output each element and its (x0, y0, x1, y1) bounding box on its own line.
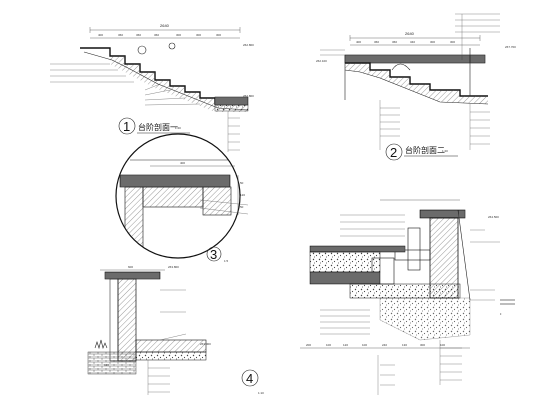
detail-bubble (137, 45, 147, 55)
elevation-text: 262.800 (243, 94, 254, 98)
section-5-dimensions: 200 100 120 100 240 130 300 100 (300, 343, 470, 349)
dim-text: 2640 (160, 23, 170, 28)
section-1-dimensions: 2640 400 360 360 360 300 300 300 262.800… (89, 23, 254, 98)
section-number: 2 (390, 145, 397, 160)
dim-text: 360 (118, 33, 123, 37)
detail-boundary (115, 133, 241, 259)
section-1-stair-profile: 2640 400 360 360 360 300 300 300 262.800… (50, 23, 254, 152)
section-3-detail-circle: 400 50 120 50 3 1:5 (115, 133, 249, 263)
section-scale: 1:10 (258, 391, 264, 395)
section-scale: 1:20 (442, 149, 448, 153)
dim-text: 120 (343, 343, 348, 347)
section-number-circle (206, 246, 222, 262)
section-number: 3 (210, 247, 217, 262)
dim-text: 120 (104, 363, 109, 367)
dim-text: 120 (240, 193, 245, 197)
dim-text: 100 (326, 343, 331, 347)
elevation-text: 262.800 (243, 43, 254, 47)
section-number-circle (118, 117, 136, 135)
dim-text: 340 (410, 40, 415, 44)
dim-text: 300 (430, 40, 435, 44)
dim-text: 130 (402, 343, 407, 347)
dim-text: 360 (154, 33, 159, 37)
section-2-annotations (320, 13, 500, 150)
elevation-text: 264.500 (488, 215, 499, 219)
section-scale: 1:5 (224, 259, 229, 263)
elevation-text: 262.100 (316, 59, 327, 63)
section-5-annotations (320, 214, 500, 395)
section-2-dimensions: 2640 400 360 360 340 300 300 267.700 262… (316, 31, 516, 63)
section-1-annotations (50, 63, 240, 152)
dim-text: 100 (440, 343, 445, 347)
dim-text: 240 (382, 343, 387, 347)
section-4-wall-detail: 600 263.800 263.000 120 4 1:10 (87, 265, 264, 395)
section-number: 4 (246, 371, 253, 386)
section-scale: 1:20 (175, 126, 181, 130)
dim-text: 100 (362, 343, 367, 347)
dim-text: 300 (216, 33, 221, 37)
dim-text: 50 (240, 181, 244, 185)
dim-text: 2640 (405, 31, 415, 36)
dim-text: 360 (136, 33, 141, 37)
elevation-text: 267.700 (505, 45, 516, 49)
dim-text: 50 (240, 205, 244, 209)
elevation-text: 263.800 (168, 265, 179, 269)
section-number-circle (385, 143, 403, 161)
dim-text: 400 (356, 40, 361, 44)
dim-text: 200 (306, 343, 311, 347)
section-2-stair-profile: 2640 400 360 360 340 300 300 267.700 262… (316, 13, 516, 161)
dim-text: 300 (450, 40, 455, 44)
elevation-text: 263.000 (200, 342, 211, 346)
dim-text: 360 (392, 40, 397, 44)
section-title: 台阶剖面二 (405, 145, 445, 155)
dim-text: 600 (128, 265, 133, 269)
section-5-pool-edge-detail: 264.500 (300, 199, 515, 395)
dim-text: 300 (420, 343, 425, 347)
section-number: 1 (123, 119, 130, 134)
dim-text: 300 (176, 33, 181, 37)
dim-text: 400 (98, 33, 103, 37)
section-number-circle (241, 369, 259, 387)
dim-text: 300 (196, 33, 201, 37)
dim-text: 400 (180, 161, 185, 165)
section-title: 台阶剖面一 (138, 122, 178, 132)
watermark-mark: • (500, 311, 502, 316)
dim-text: 360 (374, 40, 379, 44)
